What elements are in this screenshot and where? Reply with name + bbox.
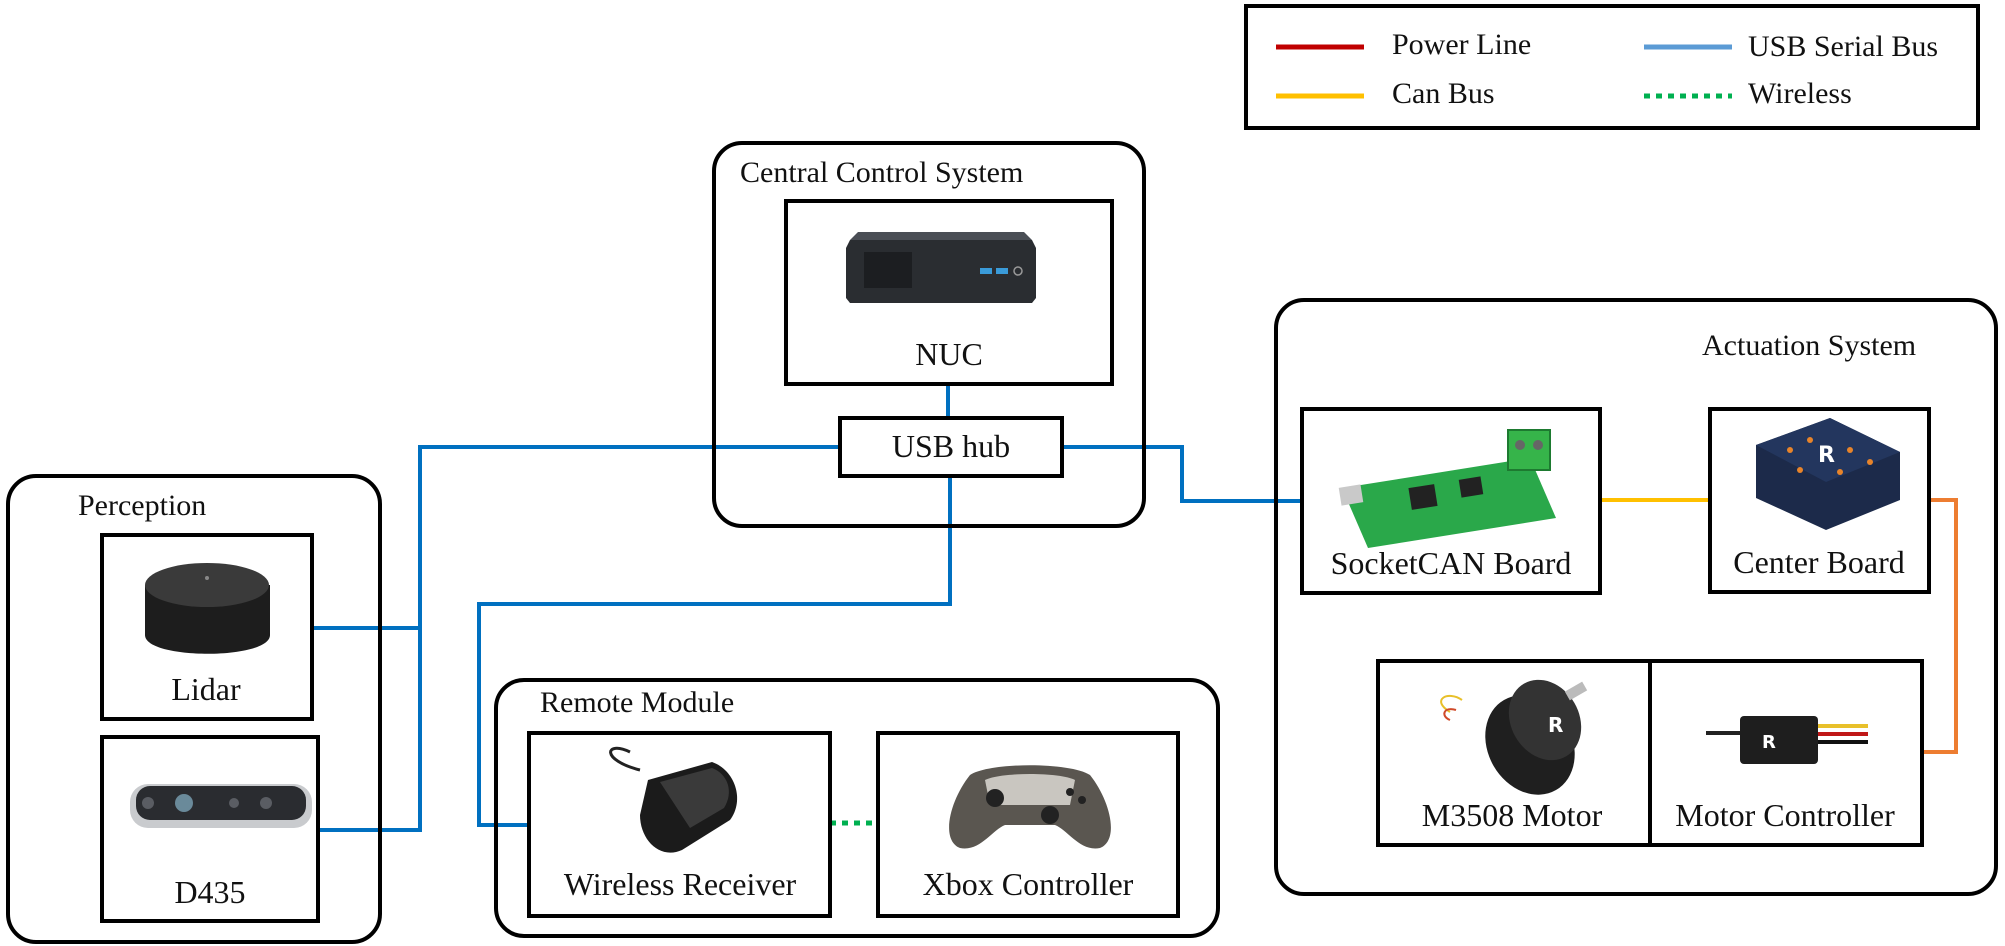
central-control-title: Central Control System bbox=[740, 156, 1023, 189]
remote-module-frame bbox=[494, 678, 1220, 938]
wireless-receiver-icon bbox=[609, 746, 738, 853]
legend-frame bbox=[1244, 4, 1980, 130]
xbox-label: Xbox Controller bbox=[923, 866, 1134, 902]
legend-power-label: Power Line bbox=[1392, 28, 1531, 61]
lidar-label: Lidar bbox=[171, 671, 241, 707]
perception-frame bbox=[6, 474, 382, 944]
svg-text:R: R bbox=[1818, 443, 1835, 468]
nuc-label: NUC bbox=[915, 336, 983, 372]
usb-link-hub-socketcan bbox=[1062, 445, 1302, 503]
actuation-frame bbox=[1274, 298, 1998, 896]
perception-title: Perception bbox=[78, 489, 206, 522]
usb-hub-label: USB hub bbox=[892, 428, 1010, 464]
socketcan-label: SocketCAN Board bbox=[1331, 545, 1572, 581]
central-control-frame bbox=[712, 141, 1146, 528]
m3508-motor-icon: R bbox=[1440, 679, 1588, 795]
nuc-box bbox=[784, 199, 1114, 386]
lidar-icon bbox=[145, 563, 270, 654]
socketcan-board-icon bbox=[1338, 429, 1556, 548]
svg-text:R: R bbox=[1762, 732, 1776, 753]
legend-usb-label: USB Serial Bus bbox=[1748, 30, 1938, 63]
d435-box bbox=[100, 735, 320, 923]
legend-wireless-label: Wireless bbox=[1748, 77, 1852, 110]
d435-camera-icon bbox=[130, 784, 312, 828]
motor-controller-label: Motor Controller bbox=[1675, 797, 1895, 833]
legend: Power Line Can Bus USB Serial Bus Wirele… bbox=[1244, 4, 1980, 130]
usb-link-hub-d435 bbox=[318, 628, 422, 832]
motor-controller-icon: R bbox=[1706, 716, 1868, 764]
d435-label: D435 bbox=[174, 874, 245, 910]
remote-module-group: Remote Module Wireless Receiver Xbox Con… bbox=[494, 678, 1220, 938]
perception-group: Perception Lidar D435 bbox=[6, 474, 382, 944]
remote-module-title: Remote Module bbox=[540, 686, 734, 719]
svg-text:R: R bbox=[1548, 713, 1563, 737]
legend-can-label: Can Bus bbox=[1392, 77, 1495, 110]
center-board-label: Center Board bbox=[1733, 544, 1905, 580]
xbox-controller-icon bbox=[949, 765, 1111, 849]
usb-hub-box bbox=[838, 416, 1064, 478]
wireless-receiver-label: Wireless Receiver bbox=[564, 866, 797, 902]
nuc-icon bbox=[846, 232, 1036, 303]
usb-link-hub-lidar bbox=[312, 445, 840, 630]
actuation-title: Actuation System bbox=[1702, 329, 1916, 362]
power-link-center-controller bbox=[1922, 498, 1958, 754]
actuation-group: Actuation System SocketCAN Board R Cente… bbox=[1274, 298, 1998, 896]
wireless-receiver-box bbox=[527, 731, 832, 918]
center-board-icon: R bbox=[1756, 418, 1900, 530]
m3508-label: M3508 Motor bbox=[1422, 797, 1603, 833]
central-control-group: Central Control System NUC USB hub bbox=[712, 141, 1146, 528]
